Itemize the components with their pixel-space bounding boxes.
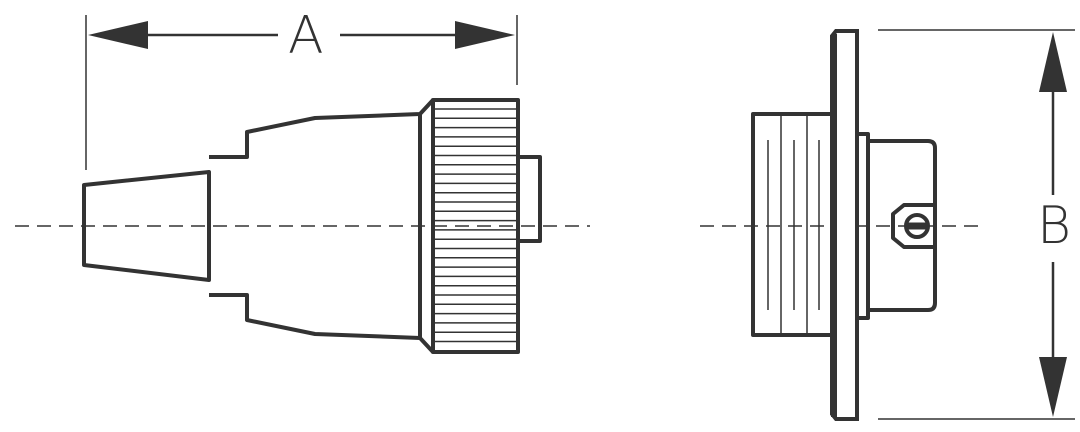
dimension-label-b: B [1037, 196, 1072, 256]
tapered-tip [82, 170, 211, 282]
screw-head [891, 203, 935, 249]
side-view [15, 98, 590, 354]
threaded-body [751, 112, 834, 337]
dimension-label-a: A [288, 6, 324, 66]
arrow-left-icon [88, 21, 148, 49]
body-outline [209, 98, 435, 354]
front-view [700, 29, 985, 421]
arrow-down-icon [1039, 357, 1067, 417]
dimension-a [85, 15, 518, 170]
arrow-right-icon [455, 21, 515, 49]
dimension-b [878, 29, 1075, 420]
cap-housing [868, 139, 937, 312]
arrow-up-icon [1039, 32, 1067, 92]
knurl-lines [435, 108, 516, 343]
flange [855, 132, 870, 320]
end-tab [516, 155, 542, 243]
